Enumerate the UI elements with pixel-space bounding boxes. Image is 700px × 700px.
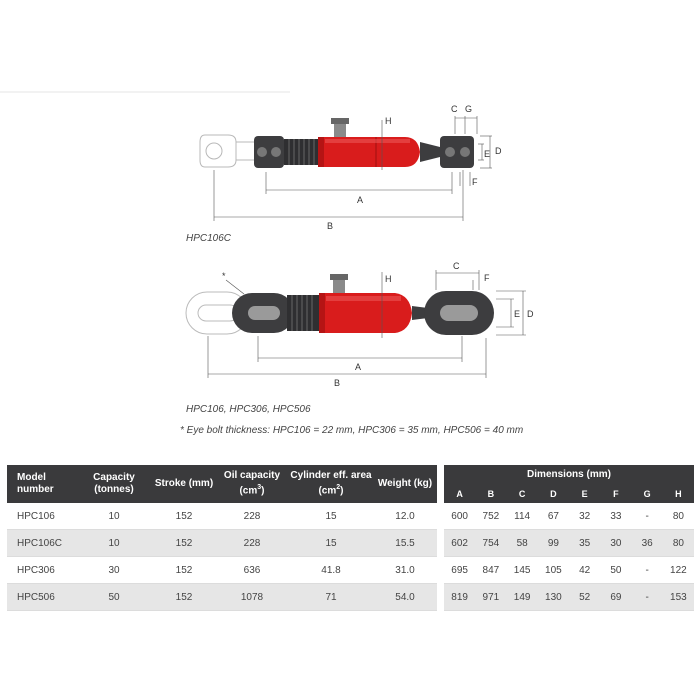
col-a: A [444,485,476,503]
col-g: G [631,485,663,503]
col-capacity: Capacity (tonnes) [75,465,153,503]
col-area: Cylinder eff. area (cm2) [289,465,373,503]
caption-hpc106c: HPC106C [186,233,232,244]
label-a: A [357,195,363,205]
table-row: HPC106 10 152 228 15 12.0 [7,503,437,530]
caption-hpc106-306-506: HPC106, HPC306, HPC506 [186,404,311,415]
label-h: H [385,116,392,126]
label-c-2: C [453,262,460,271]
label-h-2: H [385,274,392,284]
cylinder-body-2 [319,293,412,333]
hpc106c-drawing: H A B C G D E F [0,91,502,231]
right-eyebolt [412,291,494,335]
label-g: G [465,104,472,114]
label-a-2: A [355,362,361,372]
col-stroke: Stroke (mm) [153,465,215,503]
ribbed-collar-2 [287,295,319,331]
label-f: F [472,177,478,187]
table-row: HPC506 50 152 1078 71 54.0 [7,583,437,611]
label-e-2: E [514,309,520,319]
hydraulic-coupler-2 [330,274,348,293]
asterisk: * [222,271,226,281]
col-model: Model number [7,465,75,503]
label-b-2: B [334,378,340,388]
label-f-2: F [484,273,490,283]
col-c: C [506,485,538,503]
label-e: E [484,149,490,159]
col-d: D [537,485,569,503]
dimensions-title: Dimensions (mm) [444,465,694,485]
left-clevis [254,136,284,168]
eyebolt-drawing: * [185,262,534,388]
specs-table: Model number Capacity (tonnes) Stroke (m… [7,465,437,611]
table-row: HPC106C 10 152 228 15 15.5 [7,529,437,557]
eyebolt-note: * Eye bolt thickness: HPC106 = 22 mm, HP… [180,425,524,436]
table-row: HPC306 30 152 636 41.8 31.0 [7,556,437,584]
col-h: H [662,485,694,503]
ghost-clevis [199,134,255,168]
col-weight: Weight (kg) [373,465,437,503]
label-d-2: D [527,309,534,319]
col-b: B [475,485,507,503]
cylinder-body [318,137,420,167]
hydraulic-coupler [331,118,349,137]
label-d: D [495,146,502,156]
label-c: C [451,104,458,114]
col-e: E [569,485,601,503]
label-b: B [327,221,333,231]
col-f: F [600,485,632,503]
col-oil: Oil capacity (cm3) [215,465,289,503]
left-eyebolt [232,293,294,333]
right-clevis [420,136,474,168]
ribbed-collar [284,139,318,165]
